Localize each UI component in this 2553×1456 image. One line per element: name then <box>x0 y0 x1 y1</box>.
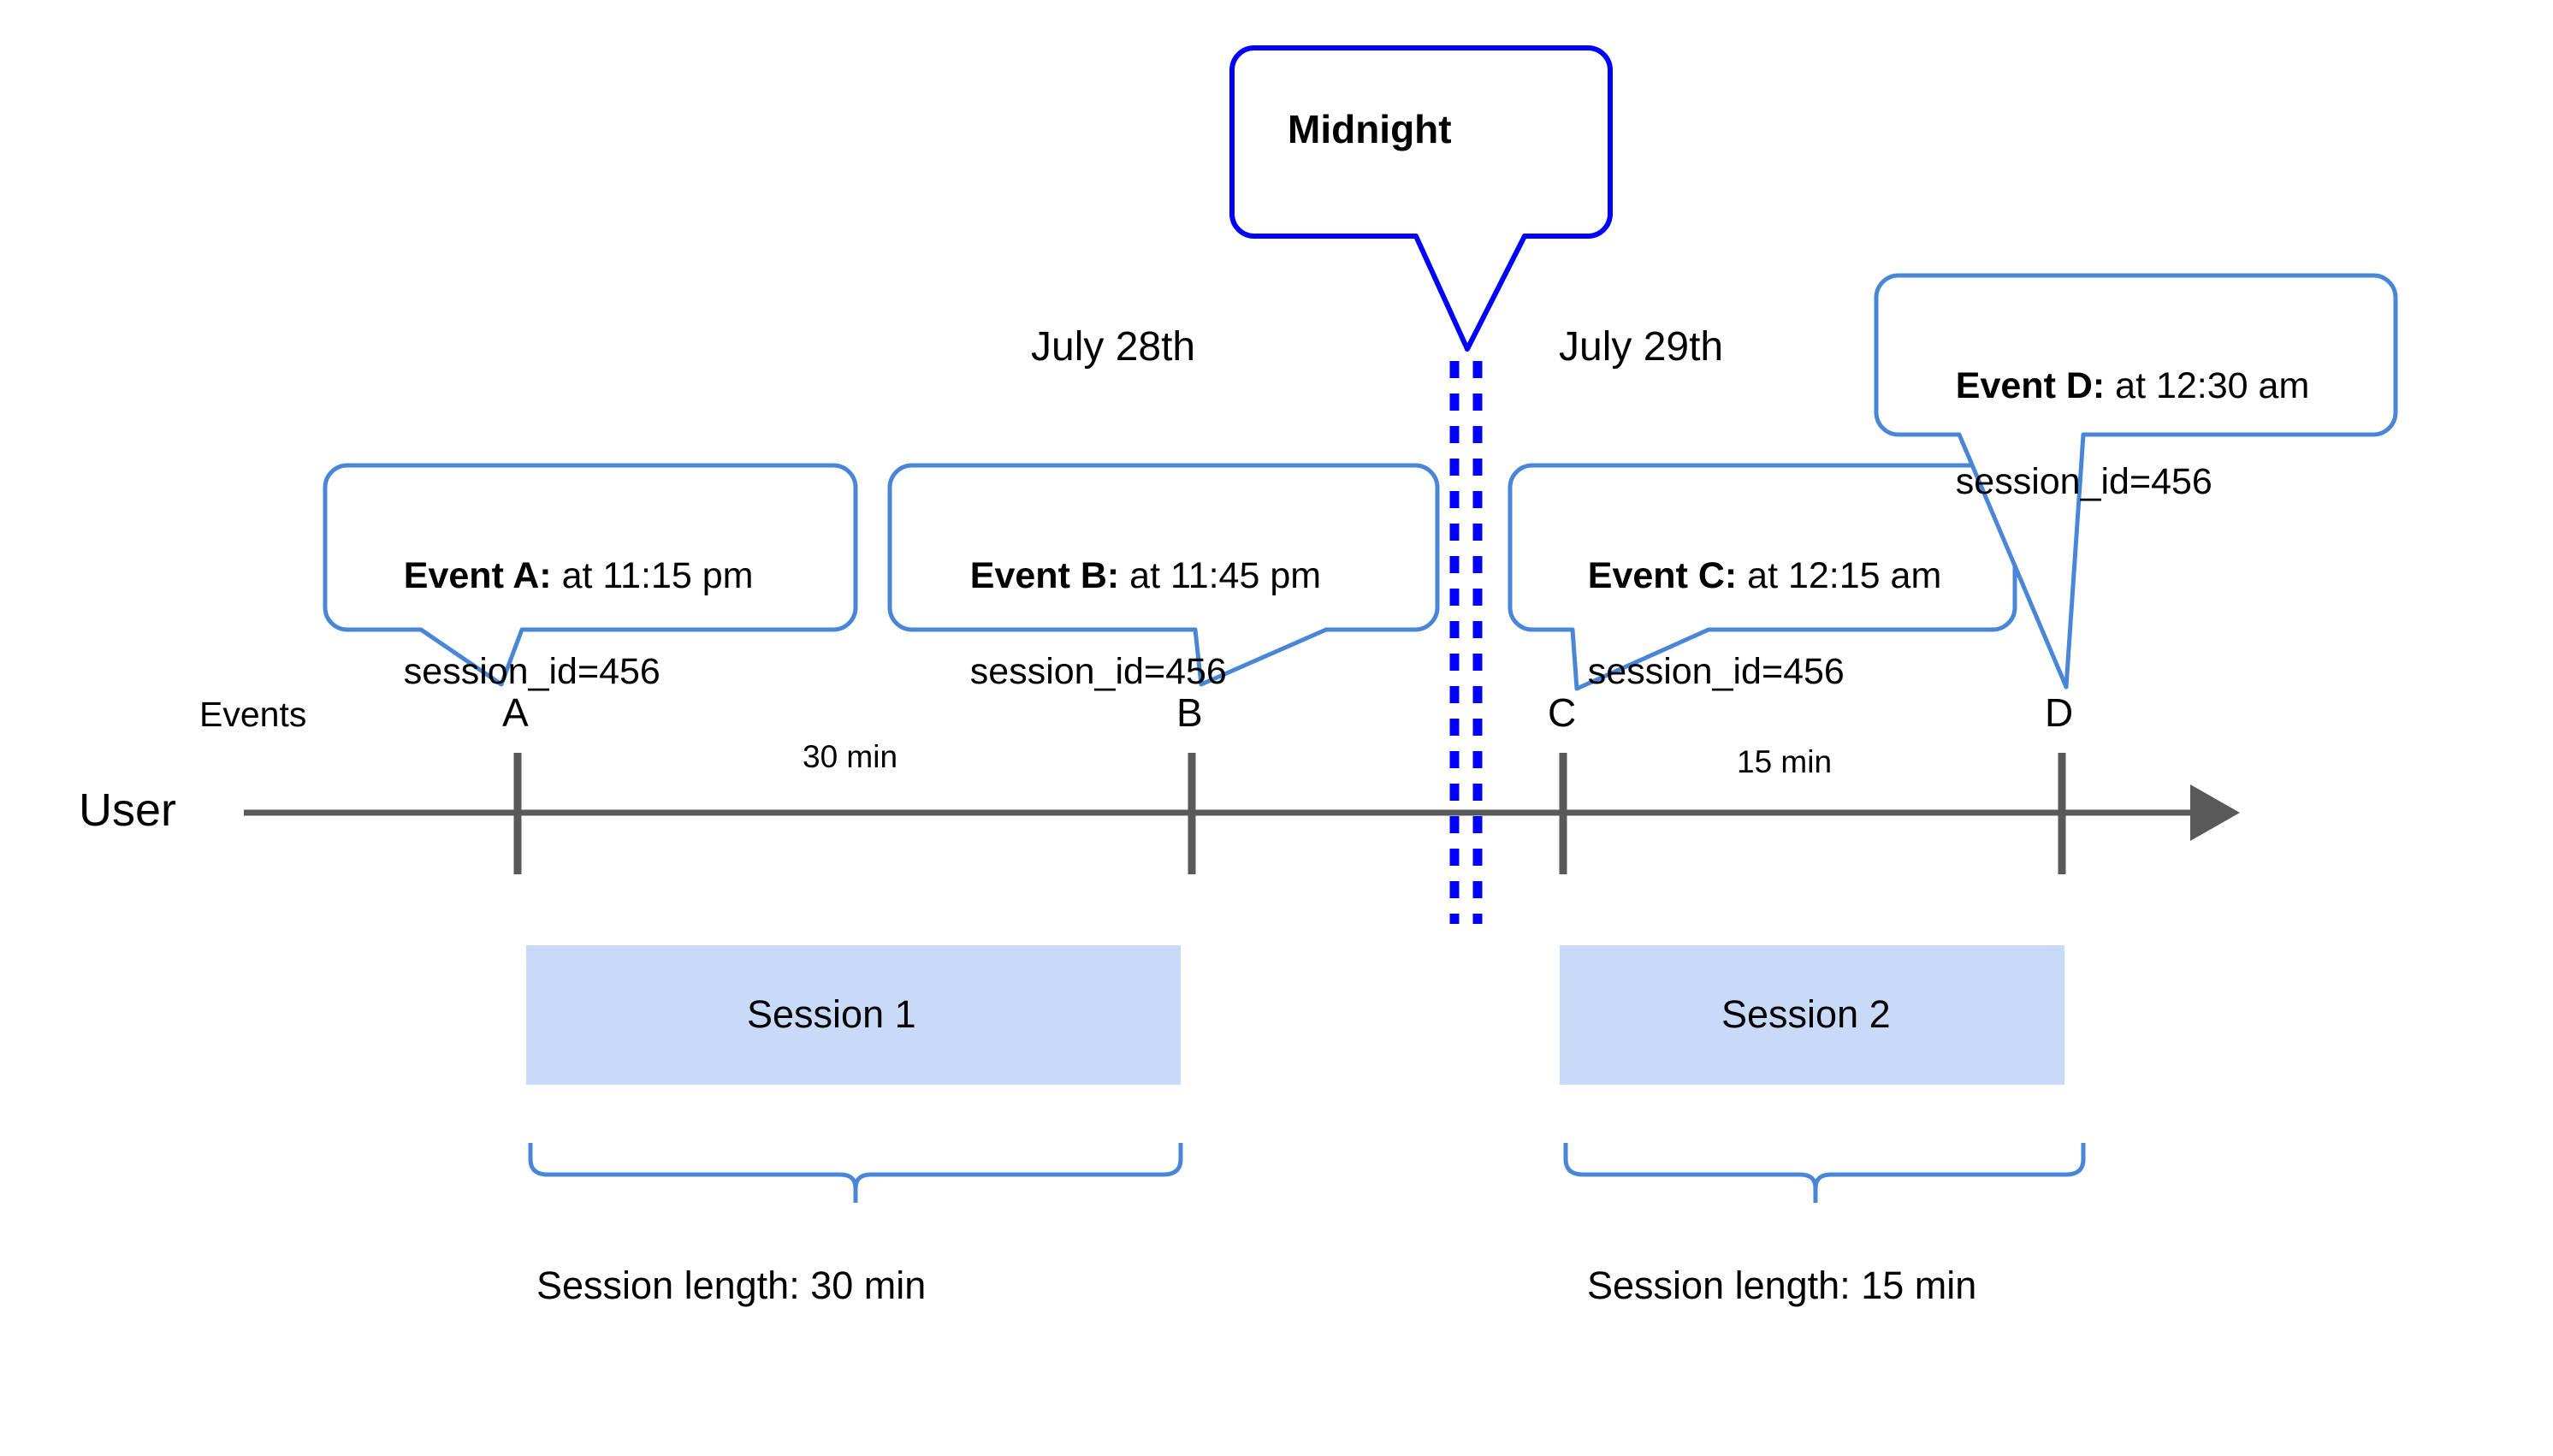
tick-label-b: B <box>1176 690 1203 735</box>
event-c-callout-shape <box>1508 463 2017 691</box>
midnight-callout-shape <box>1229 45 1613 352</box>
tick-label-d: D <box>2045 690 2074 735</box>
event-c-session: session_id=456 <box>1587 650 1845 692</box>
session-2-box <box>1560 945 2064 1085</box>
session-1-length-label: Session length: 30 min <box>536 1264 927 1307</box>
session-2-brace <box>1563 1143 2086 1203</box>
duration-label-15min: 15 min <box>1737 744 1833 779</box>
event-b-session: session_id=456 <box>969 650 1227 692</box>
event-d-callout-text: Event D: at 12:30 am session_id=456 <box>1915 315 2309 553</box>
date-label-july-28: July 28th <box>1031 324 1196 370</box>
event-a-title: Event A: at 11:15 pm <box>403 554 754 596</box>
event-b-callout-text: Event B: at 11:45 pm session_id=456 <box>929 505 1321 743</box>
duration-label-30min: 30 min <box>803 739 898 774</box>
event-a-session: session_id=456 <box>403 650 660 692</box>
events-row-label: Events <box>199 695 307 734</box>
event-c-callout-text: Event C: at 12:15 am session_id=456 <box>1547 505 1941 743</box>
timeline-axis <box>244 784 2240 841</box>
session-1-box <box>526 945 1181 1085</box>
session-2-label: Session 2 <box>1721 992 1891 1036</box>
event-b-title: Event B: at 11:45 pm <box>969 554 1322 596</box>
midnight-label: Midnight <box>1288 107 1452 151</box>
event-d-callout-shape <box>1874 273 2398 690</box>
event-d-session: session_id=456 <box>1955 460 2212 502</box>
event-b-callout-shape <box>887 463 1440 687</box>
event-c-title: Event C: at 12:15 am <box>1587 554 1942 596</box>
event-a-callout-shape <box>323 463 858 687</box>
midnight-boundary-lines <box>1449 361 1483 924</box>
event-a-callout-text: Event A: at 11:15 pm session_id=456 <box>363 505 754 743</box>
session-1-label: Session 1 <box>747 992 916 1036</box>
event-d-title: Event D: at 12:30 am <box>1955 364 2310 406</box>
date-label-july-29: July 29th <box>1559 324 1724 370</box>
tick-label-c: C <box>1548 690 1577 735</box>
session-2-length-label: Session length: 15 min <box>1587 1264 1977 1307</box>
tick-marks <box>513 753 2066 874</box>
session-boxes <box>526 945 2064 1085</box>
user-axis-label: User <box>79 784 177 836</box>
tick-label-a: A <box>502 690 529 735</box>
session-1-brace <box>528 1143 1183 1203</box>
